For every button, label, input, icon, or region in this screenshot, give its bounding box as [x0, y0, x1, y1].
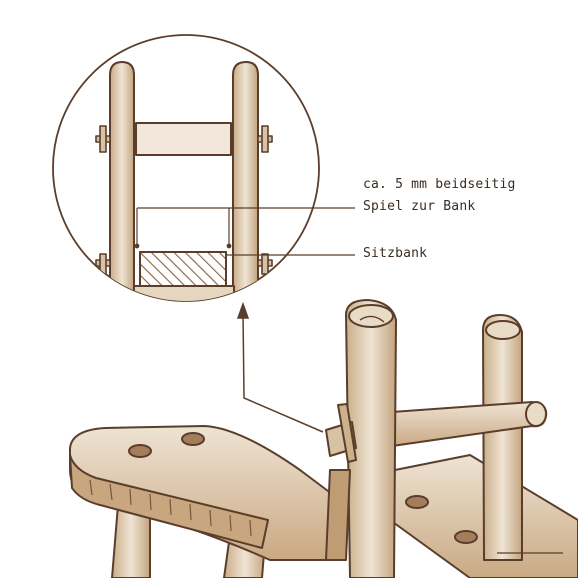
detail-circle [52, 34, 320, 302]
detail-crossbar [135, 122, 232, 156]
cross-bar [391, 401, 548, 447]
bench-top-edge [69, 454, 269, 549]
wedge-key [337, 403, 357, 463]
rear-post [482, 314, 523, 561]
detail-post-right [232, 61, 259, 301]
pointer-arrow [236, 301, 324, 433]
peg-hole [128, 444, 152, 458]
gap-markers [134, 207, 232, 249]
detail-post-left [109, 61, 135, 301]
label-seat: Sitzbank [363, 246, 428, 261]
peg-hole [181, 432, 205, 446]
label-gap-line2: Spiel zur Bank [363, 199, 476, 214]
peg-hole [454, 530, 478, 544]
bench-illustration [69, 299, 578, 578]
leader-lines [226, 207, 355, 256]
label-gap-line1: ca. 5 mm beidseitig [363, 177, 516, 192]
front-post [345, 299, 397, 578]
peg-hole [405, 495, 429, 509]
